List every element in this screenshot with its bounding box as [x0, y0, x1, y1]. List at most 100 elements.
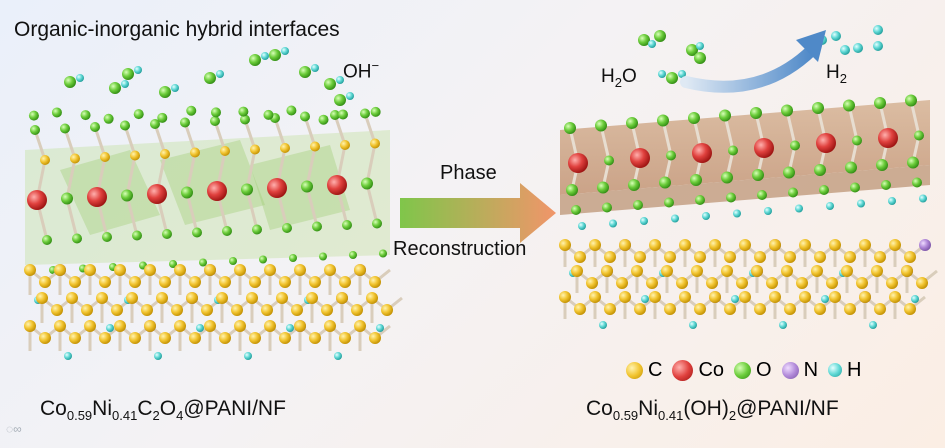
oxygen-atom: [157, 112, 168, 123]
oxygen-atom: [783, 166, 795, 179]
bond: [243, 119, 257, 150]
carbon-atom: [751, 265, 763, 277]
bond: [65, 198, 79, 239]
oxygen-atom: [180, 117, 190, 128]
oxygen-atom: [259, 255, 267, 264]
bond: [273, 117, 287, 149]
carbon-atom: [649, 239, 661, 251]
carbon-atom: [141, 304, 153, 316]
oxygen-atom: [342, 220, 352, 230]
oxygen-atom: [814, 164, 826, 176]
bond: [185, 152, 197, 193]
oxygen-atom: [162, 229, 172, 239]
oxygen-atom: [102, 232, 112, 242]
carbon-atom: [706, 277, 718, 289]
oxygen-atom: [324, 78, 336, 90]
carbon-atom: [99, 332, 111, 344]
carbon-atom: [306, 292, 318, 304]
hydrogen-atom: [244, 352, 252, 360]
oxygen-atom: [132, 230, 142, 241]
carbon-atom: [664, 251, 676, 263]
carbon-atom: [219, 332, 231, 344]
carbon-atom: [646, 277, 658, 289]
carbon-atom-icon: [626, 361, 643, 379]
oxygen-atom: [30, 125, 40, 135]
carbon-atom: [649, 291, 661, 303]
nitrogen-atom-icon: [781, 361, 799, 379]
oxygen-atom: [318, 114, 329, 125]
hydrogen-atom: [658, 70, 666, 78]
carbon-atom: [559, 239, 571, 251]
carbon-atom: [189, 276, 201, 288]
oxygen-atom: [269, 49, 281, 61]
carbon-atom: [99, 276, 111, 288]
hydrogen-atom: [641, 295, 649, 303]
bond: [93, 126, 107, 158]
carbon-atom: [796, 277, 808, 289]
oxygen-atom: [664, 197, 674, 208]
carbon-atom: [369, 332, 381, 344]
nitrogen-atom: [919, 239, 931, 251]
bond: [333, 114, 347, 146]
carbon-atom: [844, 303, 856, 315]
carbon-atom: [721, 265, 733, 277]
oxygen-atom: [42, 235, 52, 245]
hydrogen-atom: [196, 324, 204, 332]
hydrogen-atom: [609, 219, 617, 228]
carbon-atom: [739, 291, 751, 303]
carbon-atom: [171, 304, 183, 316]
carbon-atom: [129, 332, 141, 344]
oxygen-atom: [286, 105, 297, 116]
carbon-atom: [324, 264, 336, 276]
carbon-atom: [24, 264, 36, 276]
hydrogen-atom-icon: [828, 363, 843, 377]
carbon-atom: [369, 276, 381, 288]
left-formula: Co0.59Ni0.41C2O4@PANI/NF: [40, 397, 286, 424]
cobalt-atom: [692, 143, 712, 163]
carbon-atom: [709, 239, 721, 251]
oxygen-atom: [122, 68, 134, 80]
oxygen-atom: [199, 258, 207, 267]
oxygen-atom: [845, 161, 857, 174]
hydrogen-atom: [134, 66, 142, 74]
carbon-atom: [814, 303, 826, 315]
carbon-atom: [370, 138, 380, 149]
carbon-atom: [351, 304, 363, 316]
oxygen-atom: [28, 110, 39, 121]
carbon-atom: [280, 143, 290, 153]
oxygen-atom: [781, 104, 793, 117]
oxygen-atom: [229, 257, 237, 265]
hydrogen-atom: [261, 52, 269, 60]
cobalt-atom: [327, 175, 347, 195]
oxygen-atom: [337, 109, 348, 120]
carbon-atom: [799, 239, 811, 251]
oxygen-atom: [379, 249, 387, 258]
carbon-atom: [679, 291, 691, 303]
bond: [245, 149, 257, 190]
carbon-atom: [339, 332, 351, 344]
carbon-atom: [250, 144, 260, 155]
carbon-atom: [859, 291, 871, 303]
carbon-atom: [784, 303, 796, 315]
carbon-atom: [859, 239, 871, 251]
carbon-atom: [619, 291, 631, 303]
carbon-atom: [160, 149, 170, 159]
hydrogen-atom: [671, 214, 679, 223]
carbon-atom: [886, 277, 898, 289]
oxygen-atom: [349, 251, 357, 259]
oxygen-atom: [750, 107, 762, 119]
oxygen-atom: [666, 150, 676, 161]
hydrogen-atom: [857, 199, 865, 208]
oxygen-atom: [370, 106, 381, 117]
carbon-atom: [100, 152, 110, 162]
carbon-atom: [619, 239, 631, 251]
carbon-atom: [310, 141, 320, 152]
hydrogen-atom: [840, 45, 850, 55]
bond: [245, 189, 259, 230]
carbon-atom: [754, 303, 766, 315]
watermark-logo: ◌∞: [6, 422, 22, 436]
oxygen-atom: [843, 99, 855, 112]
oxygen-atom: [597, 181, 609, 194]
bond: [183, 122, 197, 153]
